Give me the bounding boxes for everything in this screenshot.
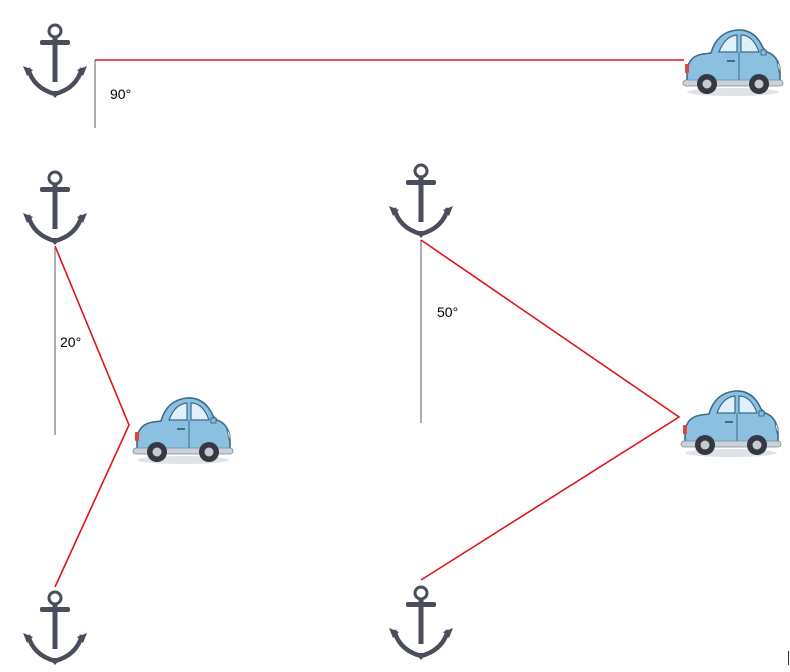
car-icon [682,29,784,97]
car-icon [680,390,782,458]
text-cursor [788,651,789,665]
scene-top: 90° [23,25,784,128]
car-icon [132,397,234,465]
angle-label-20: 20° [60,334,81,350]
anchor-icon [23,172,87,245]
scene-left: 20° [23,172,234,665]
rope-line [420,239,681,581]
rope-line [54,245,130,588]
anchor-icon [23,592,87,665]
angle-label-50: 50° [437,304,458,320]
anchor-icon [389,587,453,660]
anchor-icon [389,165,453,238]
anchor-icon [23,25,87,98]
scene-right: 50° [389,165,782,660]
angle-label-90: 90° [110,86,131,102]
